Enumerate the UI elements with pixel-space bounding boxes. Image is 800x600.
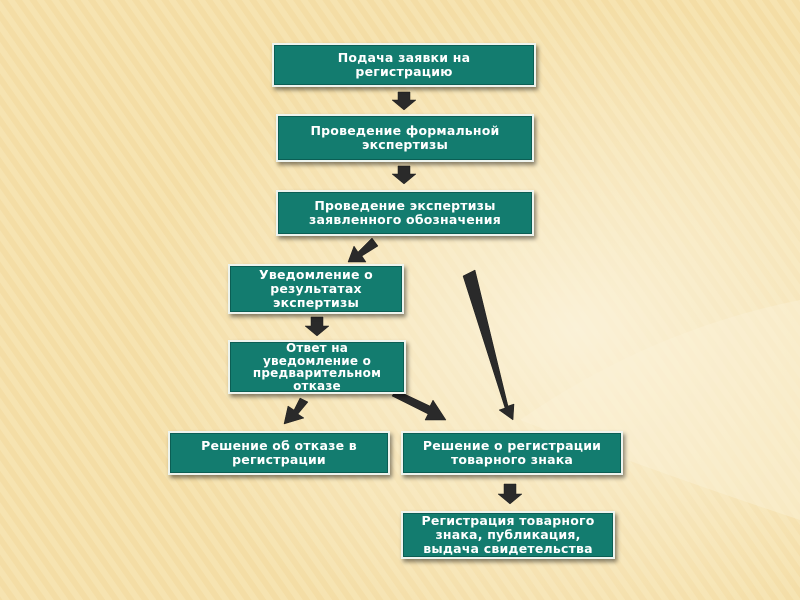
arrow-reply-to-refusal bbox=[283, 397, 309, 425]
step-examination-notice-label: Уведомление о результатах экспертизы bbox=[259, 267, 373, 310]
arrow-submit-to-formal bbox=[391, 91, 417, 111]
arrow-reply-to-decision bbox=[391, 389, 447, 421]
arrow-examination-to-decision bbox=[462, 269, 515, 421]
arrow-notice-to-reply bbox=[304, 316, 330, 337]
step-reply-to-notice-label: Ответ на уведомление о предварительном о… bbox=[252, 341, 382, 393]
step-mark-examination: Проведение экспертизы заявленного обозна… bbox=[276, 190, 534, 236]
step-mark-examination-label: Проведение экспертизы заявленного обозна… bbox=[309, 198, 501, 227]
step-refusal-decision: Решение об отказе в регистрации bbox=[168, 431, 390, 475]
step-submit-application: Подача заявки на регистрацию bbox=[272, 43, 536, 87]
step-submit-application-label: Подача заявки на регистрацию bbox=[337, 50, 471, 79]
step-trademark-registration: Регистрация товарного знака, публикация,… bbox=[401, 511, 615, 559]
step-formal-examination: Проведение формальной экспертизы bbox=[276, 114, 534, 162]
step-refusal-decision-label: Решение об отказе в регистрации bbox=[201, 438, 357, 467]
step-registration-decision-label: Решение о регистрации товарного знака bbox=[422, 438, 602, 467]
arrow-examination-to-notice bbox=[347, 237, 379, 263]
step-reply-to-notice: Ответ на уведомление о предварительном о… bbox=[228, 340, 406, 394]
step-registration-decision: Решение о регистрации товарного знака bbox=[401, 431, 623, 475]
step-trademark-registration-label: Регистрация товарного знака, публикация,… bbox=[421, 513, 595, 556]
step-examination-notice: Уведомление о результатах экспертизы bbox=[228, 264, 404, 314]
step-formal-examination-label: Проведение формальной экспертизы bbox=[310, 123, 500, 152]
arrow-decision-to-registration bbox=[497, 483, 523, 505]
arrow-formal-to-examination bbox=[391, 165, 417, 185]
